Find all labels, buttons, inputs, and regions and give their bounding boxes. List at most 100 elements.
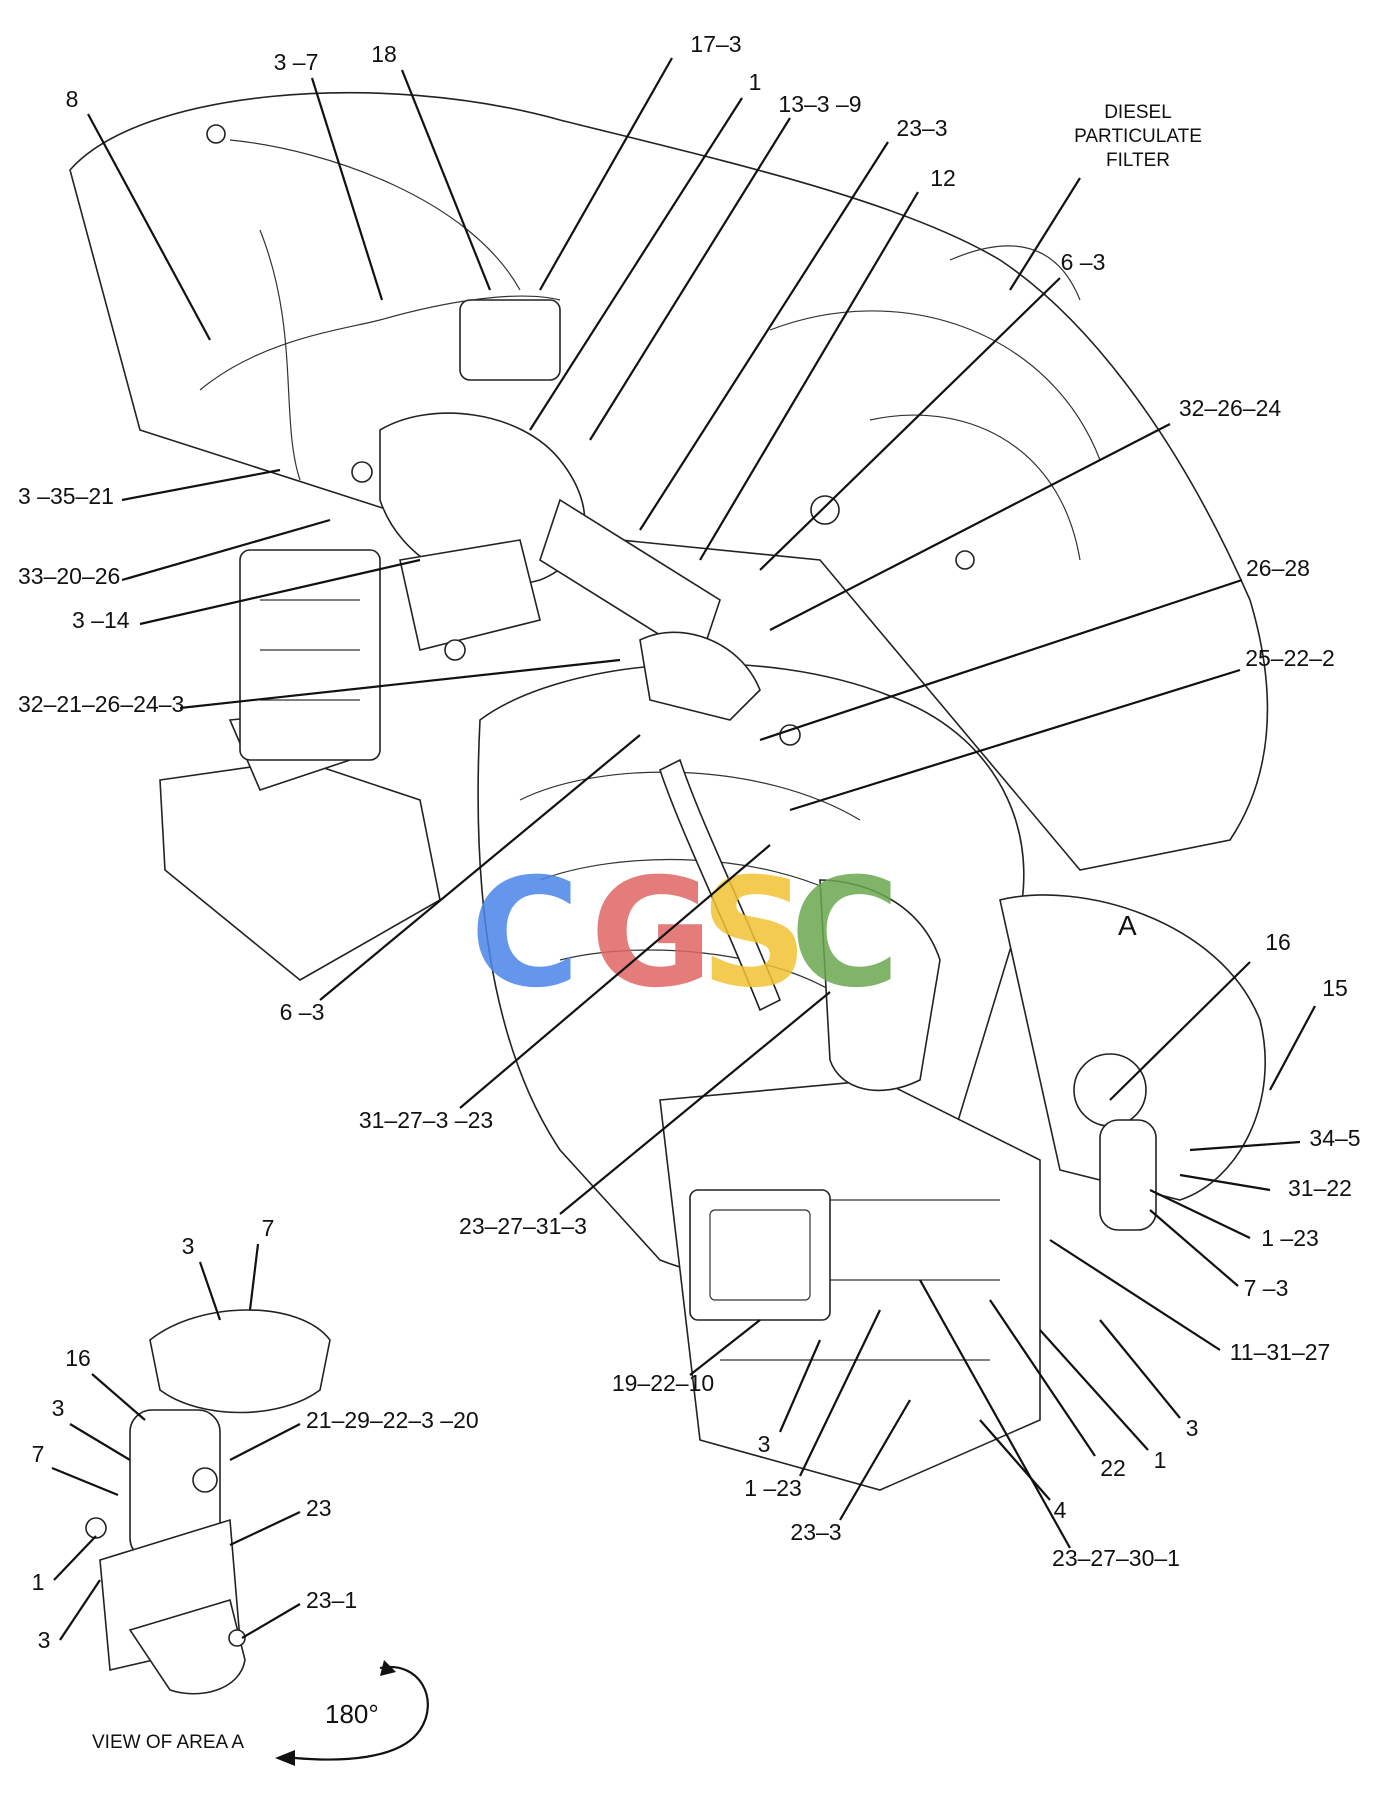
callout-label: 16	[1265, 929, 1291, 955]
inset-callout-label: 7	[262, 1215, 275, 1241]
inset-callout-label: 1	[32, 1569, 45, 1595]
callout-label: 22	[1100, 1455, 1126, 1481]
callout-label: 6 –3	[280, 999, 325, 1025]
callout-label: 23–3	[790, 1519, 841, 1545]
inset-callout-leader-line	[241, 1603, 301, 1639]
callout-leader-line	[121, 518, 331, 582]
callout-leader-line	[179, 658, 621, 710]
callout-leader-line	[1109, 961, 1251, 1101]
callout-leader-line	[789, 668, 1241, 812]
dpf-title-line-2: PARTICULATE	[1074, 126, 1202, 147]
inset-callout-leader-line	[229, 1511, 301, 1546]
callout-leader-line	[121, 468, 281, 502]
callout-leader-line	[559, 991, 831, 1215]
callout-label: 3 –14	[72, 607, 130, 633]
callout-leader-line	[310, 77, 384, 301]
area-a-inset-illustration	[85, 1309, 331, 1695]
watermark: C G S C	[470, 847, 900, 1021]
rotation-label: 180°	[325, 1699, 379, 1729]
callout-leader-line	[699, 191, 919, 561]
callout-leader-line	[1149, 1189, 1251, 1239]
inset-callout-leader-line	[59, 1579, 101, 1641]
callout-leader-line	[1049, 1239, 1221, 1351]
callout-leader-line	[1179, 1173, 1271, 1192]
dpf-leader-line	[1009, 177, 1081, 291]
callout-label: 1 –23	[1261, 1225, 1319, 1251]
inset-callout-label: 7	[32, 1441, 45, 1467]
callout-leader-line	[989, 1299, 1096, 1457]
callout-label: 4	[1054, 1497, 1067, 1523]
inset-callout-label: 3	[182, 1233, 195, 1259]
inset-callout-leader-line	[198, 1261, 222, 1321]
watermark-letter: C	[790, 847, 900, 1021]
inset-callout-label: 3	[38, 1627, 51, 1653]
callout-leader-line	[759, 578, 1243, 742]
callout-leader-line	[769, 423, 1171, 631]
watermark-letter: G	[590, 847, 713, 1021]
callout-label: 32–26–24	[1179, 395, 1282, 421]
callout-leader-line	[1189, 1140, 1301, 1152]
callout-label: 3	[758, 1431, 771, 1457]
callout-label: 12	[930, 165, 956, 191]
callout-label: 19–22–10	[612, 1370, 714, 1396]
callout-label: 1 –23	[744, 1475, 802, 1501]
callout-leader-line	[319, 734, 641, 1001]
callout-leader-line	[759, 277, 1061, 571]
engine-illustration	[69, 91, 1269, 1491]
callout-leader-line	[689, 1319, 761, 1376]
callout-label: 23–27–30–1	[1052, 1545, 1180, 1571]
callout-label: 18	[371, 41, 397, 67]
callout-label: 34–5	[1309, 1125, 1360, 1151]
callout-leader-line	[539, 57, 673, 291]
callout-label: 7 –3	[1244, 1275, 1289, 1301]
callout-leader-line	[459, 844, 771, 1109]
callout-label: 8	[66, 86, 79, 112]
callout-leader-line	[529, 97, 743, 431]
inset-callout-label: 21–29–22–3 –20	[306, 1407, 479, 1433]
callout-leader-line	[1039, 1329, 1149, 1451]
area-marker: A	[1118, 910, 1137, 941]
callout-label: 6 –3	[1061, 249, 1106, 275]
callout-leader-line	[1149, 1209, 1239, 1287]
callout-label: 23–27–31–3	[459, 1213, 587, 1239]
callout-label: 1	[1154, 1447, 1167, 1473]
callout-leader-line	[87, 113, 211, 341]
callout-label: 3	[1186, 1415, 1199, 1441]
callout-leader-line	[589, 117, 791, 441]
callout-label: 13–3 –9	[778, 91, 861, 117]
dpf-title-line-1: DIESEL	[1104, 102, 1172, 123]
callout-label: 31–22	[1288, 1175, 1352, 1201]
callout-leader-line	[919, 1279, 1071, 1549]
watermark-letter: C	[470, 847, 580, 1021]
callout-leader-line	[639, 141, 889, 531]
inset-callout-leader-line	[69, 1423, 131, 1461]
callout-label: 25–22–2	[1245, 645, 1335, 671]
callout-leader-line	[799, 1309, 881, 1477]
callout-label: 1	[749, 69, 762, 95]
watermark-letter: S	[700, 847, 808, 1021]
callout-label: 26–28	[1246, 555, 1310, 581]
callout-label: 33–20–26	[18, 563, 120, 589]
dpf-title-line-3: FILTER	[1106, 150, 1170, 171]
inset-callout-leader-line	[91, 1373, 146, 1421]
callout-leader-line	[839, 1399, 911, 1521]
callout-label: 3 –7	[274, 49, 319, 75]
inset-callout-leader-line	[51, 1466, 119, 1497]
callout-leader-line	[778, 1339, 822, 1433]
callout-leader-line	[979, 1419, 1051, 1501]
callout-label: 32–21–26–24–3	[18, 691, 184, 717]
callout-leader-line	[1269, 1005, 1316, 1091]
callout-label: 31–27–3 –23	[359, 1107, 493, 1133]
inset-callout-leader-line	[229, 1423, 301, 1461]
callout-label: 23–3	[896, 115, 947, 141]
inset-callout-label: 16	[65, 1345, 91, 1371]
inset-callout-leader-line	[248, 1243, 260, 1311]
view-label: VIEW OF AREA A	[92, 1732, 244, 1753]
inset-callout-label: 23–1	[306, 1587, 357, 1613]
callout-leader-line	[139, 558, 421, 626]
rotation-arrow-icon	[275, 1660, 429, 1766]
callout-leader-line	[400, 69, 492, 291]
